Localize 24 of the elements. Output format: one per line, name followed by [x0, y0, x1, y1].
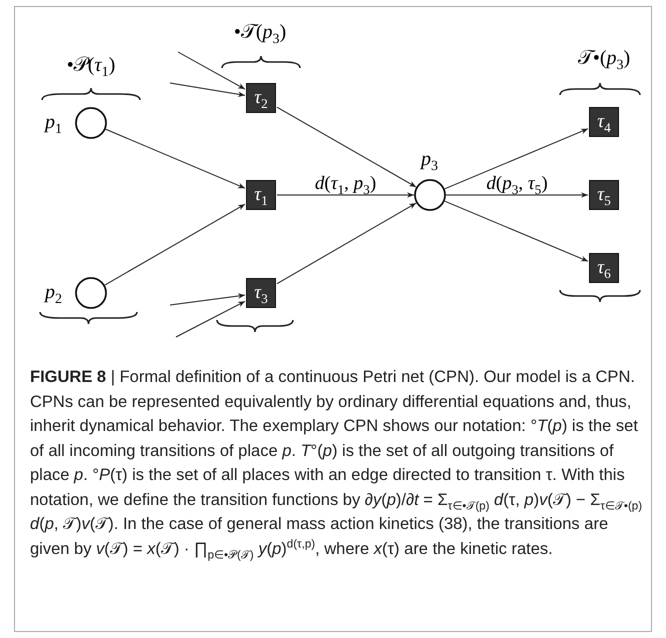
arc-arrow — [446, 192, 588, 198]
arc-arrow — [276, 106, 417, 188]
arc-arrow — [444, 128, 588, 190]
arc-arrow — [170, 293, 246, 306]
arc-arrow — [104, 204, 246, 286]
transition-box: τ$_{4}$ — [589, 107, 619, 137]
set-label: •𝒯(p$_{3}$) — [234, 22, 286, 42]
transition-box: τ$_{6}$ — [589, 253, 619, 283]
figure-caption: FIGURE 8 | Formal definition of a continuous Petri net (CPN). Our model is a CPN. CPNs can be represented equivalently by ordinary differential equations and, thus, inherit dynamical behavior. The exemplary CPN shows our notation: °T(p) is the set of all incoming transitions of place p. T°(p) is the set of all outgoing transitions of place p. °P(τ) is the set of all places with an edge directed to transition τ. With this notation, we define the transition functions by ∂y(p)/∂t = Σ$_{τ∈•𝒯(p)}$ d(τ,p)v(𝒯) − Σ$_{τ∈𝒯•(p)}$ d(p, 𝒯)v(𝒯). In the case of general mass action kinetics (38), the transitions are given by v(𝒯) = x(𝒯) · ∏$_{p∈•𝒫(𝒯)}$ y(p)$^{d(τ,p)}$, where x(τ) are the kinetic rates. — [30, 367, 644, 561]
arc-arrow — [276, 202, 417, 284]
transition-box: τ$_{1}$ — [246, 180, 276, 210]
arc-arrow — [276, 192, 414, 198]
arc-arrow — [178, 52, 246, 90]
arc-arrow — [105, 128, 246, 189]
arc-arrow — [170, 82, 246, 97]
arc-arrow — [444, 200, 588, 262]
transition-box: τ$_{3}$ — [246, 278, 276, 308]
edge-label: d(τ$_{1}$, p$_{3}$) — [312, 174, 378, 193]
transition-box: τ$_{2}$ — [246, 83, 276, 113]
arc-arrow — [176, 300, 246, 338]
edge-label: d(p$_{3}$, τ$_{5}$) — [484, 174, 550, 193]
set-label: 𝒯•(p$_{3}$) — [578, 48, 630, 68]
transition-box: τ$_{5}$ — [589, 180, 619, 210]
set-label: •𝒫(τ$_{1}$) — [66, 55, 116, 75]
